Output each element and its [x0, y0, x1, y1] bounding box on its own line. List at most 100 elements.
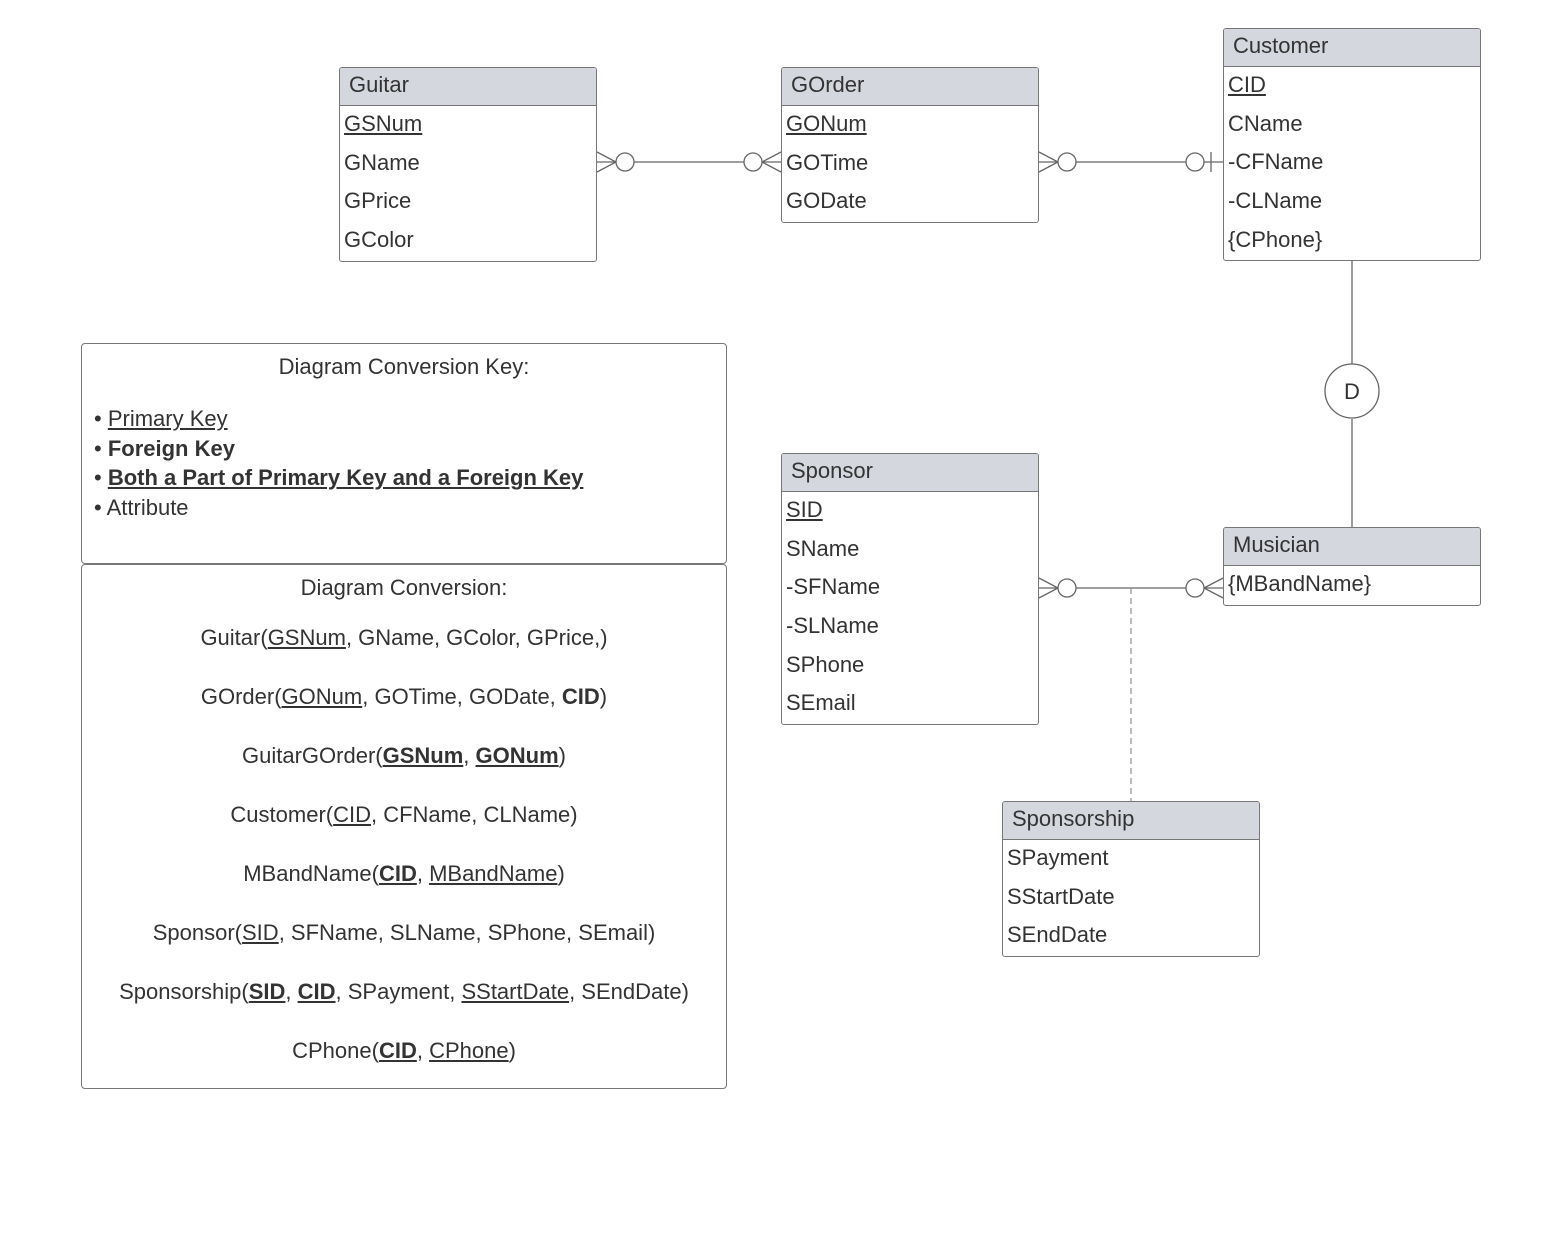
relation-segment: CID [333, 802, 371, 827]
key-item-label: Primary Key [107, 406, 228, 431]
relation-segment: , SFName, SLName, SPhone, SEmail) [278, 920, 656, 945]
attribute-row: GColor [340, 222, 596, 261]
entity-attribute: -CFName [1228, 149, 1324, 175]
relation-segment: MBandName( [243, 861, 379, 886]
relation-segment: CID [378, 1038, 417, 1063]
key-item: Primary Key [94, 404, 726, 434]
entity-name: GOrder [782, 68, 1038, 106]
relation-segment: ) [508, 1038, 516, 1063]
attribute-row: GOTime [782, 145, 1038, 184]
relation-segment: , GName, GColor, GPrice,) [345, 625, 608, 650]
entity-attribute: CID [1228, 72, 1266, 97]
entity-name: Customer [1224, 29, 1480, 67]
relationship-gorder-customer [1038, 151, 1223, 173]
entity-attribute: {CPhone} [1228, 226, 1323, 252]
relation-segment: , CFName, CLName) [370, 802, 578, 827]
relation-segment: ) [557, 861, 565, 886]
entity-attribute: GOTime [786, 149, 869, 175]
relation-segment: CPhone( [292, 1038, 379, 1063]
attribute-row: -CLName [1224, 183, 1480, 222]
entity-attribute: GSNum [344, 111, 423, 136]
entity-attribute: SPayment [1007, 845, 1109, 870]
entity-attribute: SPhone [786, 651, 865, 677]
attribute-row: GName [340, 145, 596, 184]
entity-attribute: GName [344, 149, 420, 175]
attribute-row: SEmail [782, 685, 1038, 724]
entity-attribute: {MBandName} [1228, 571, 1372, 596]
relation-segment: CID [297, 979, 336, 1004]
relation-segment: GOrder( [200, 684, 282, 709]
relation-segment: SID [242, 920, 279, 945]
relation-segment: GONum [281, 684, 363, 709]
attribute-row: {MBandName} [1224, 566, 1480, 605]
relation-segment: , [416, 1038, 430, 1063]
entity-name: Guitar [340, 68, 596, 106]
relation-segment: , [463, 743, 476, 768]
entity-attribute: GPrice [344, 188, 412, 214]
attribute-row: GONum [782, 106, 1038, 145]
entity-attribute: GONum [786, 111, 867, 136]
relation-segment: , SPayment, [335, 979, 462, 1004]
relation-schema: MBandName(CID, MBandName) [82, 844, 726, 903]
relation-segment: GONum [475, 743, 559, 768]
entity-attribute: GColor [344, 227, 414, 253]
disjoint-label: D [1344, 379, 1360, 404]
key-list: Primary KeyForeign KeyBoth a Part of Pri… [82, 404, 726, 522]
attribute-row: SID [782, 492, 1038, 531]
relation-segment: SID [248, 979, 286, 1004]
entity-attribute: SStartDate [1007, 883, 1115, 909]
relation-segment: , [285, 979, 298, 1004]
entity-attribute: SEndDate [1007, 922, 1108, 948]
relation-schema: Sponsor(SID, SFName, SLName, SPhone, SEm… [82, 903, 726, 962]
attribute-row: SName [782, 531, 1038, 570]
conversion-title: Diagram Conversion: [300, 575, 508, 600]
relation-schema: Customer(CID, CFName, CLName) [82, 785, 726, 844]
relationship-sponsor-musician [1038, 577, 1224, 801]
diagram-conversion: Diagram Conversion: Guitar(GSNum, GName,… [81, 564, 727, 1089]
relation-segment: Sponsor( [152, 920, 242, 945]
relation-schema: Guitar(GSNum, GName, GColor, GPrice,) [82, 608, 726, 667]
relation-segment: Customer( [230, 802, 334, 827]
relation-segment: Guitar( [200, 625, 268, 650]
specialization-customer-musician [1324, 260, 1380, 527]
relation-segment: CID [378, 861, 417, 886]
entity-musician[interactable]: Musician {MBandName} [1223, 527, 1481, 606]
relation-segment: ) [558, 743, 566, 768]
relation-segment: , [416, 861, 430, 886]
entity-attribute: SEmail [786, 690, 856, 716]
attribute-row: {CPhone} [1224, 222, 1480, 261]
relation-segment: ) [599, 684, 608, 709]
entity-attribute: SID [786, 497, 823, 522]
key-item: Both a Part of Primary Key and a Foreign… [94, 463, 726, 493]
key-item-label: Foreign Key [107, 435, 235, 461]
attribute-row: -CFName [1224, 144, 1480, 183]
attribute-row: CName [1224, 106, 1480, 145]
relation-schema: GuitarGOrder(GSNum, GONum) [82, 726, 726, 785]
relation-segment: GSNum [267, 625, 346, 650]
relation-segment: Sponsorship( [119, 979, 249, 1004]
relation-schema: Sponsorship(SID, CID, SPayment, SStartDa… [82, 962, 726, 1021]
relation-segment: SStartDate [461, 979, 570, 1004]
key-item-label: Attribute [106, 494, 189, 520]
attribute-row: -SFName [782, 569, 1038, 608]
relation-list: Guitar(GSNum, GName, GColor, GPrice,)GOr… [82, 608, 726, 1080]
attribute-row: -SLName [782, 608, 1038, 647]
relation-segment: , GOTime, GODate, [362, 684, 562, 709]
relation-segment: , SEndDate) [569, 979, 689, 1004]
conversion-key: Diagram Conversion Key: Primary KeyForei… [81, 343, 727, 564]
relation-segment: GSNum [382, 743, 464, 768]
attribute-row: GPrice [340, 183, 596, 222]
relationship-guitar-gorder [596, 151, 782, 173]
entity-name: Musician [1224, 528, 1480, 566]
entity-attribute: -SFName [786, 574, 881, 600]
key-item: Foreign Key [94, 434, 726, 464]
entity-attribute: CName [1228, 110, 1303, 136]
key-title: Diagram Conversion Key: [278, 354, 530, 379]
relation-segment: CPhone [429, 1038, 509, 1063]
